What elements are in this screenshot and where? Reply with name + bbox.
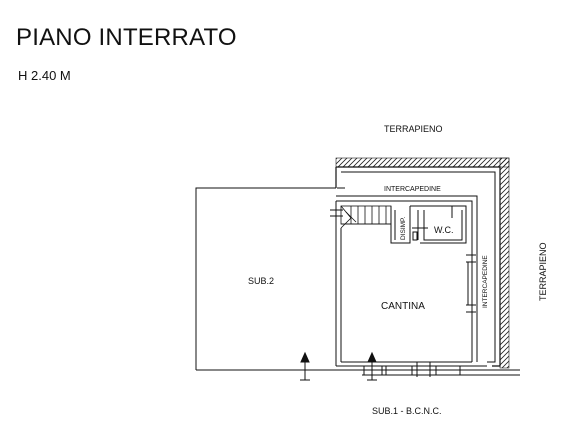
- intercapedine-wall: [336, 195, 478, 362]
- section-arrow-1: [300, 351, 310, 381]
- bottom-windows: [363, 362, 461, 377]
- disimp-label: DISIMP.: [400, 216, 407, 240]
- terrapieno-hatch-top: [335, 157, 510, 168]
- intercapedine-right-label: INTERCAPEDINE: [482, 255, 489, 308]
- intercapedine-top-label: INTERCAPEDINE: [384, 186, 441, 193]
- page-title: PIANO INTERRATO: [16, 24, 237, 51]
- outer-retaining-wall: [335, 166, 501, 367]
- terrapieno-right-label: TERRAPIENO: [538, 242, 548, 301]
- section-arrow-2: [367, 351, 377, 381]
- sub1-label: SUB.1 - B.C.N.C.: [372, 406, 442, 416]
- floor-height-label: H 2.40 M: [18, 68, 71, 83]
- staircase: [340, 205, 392, 229]
- outer-retaining-wall-inner: [341, 171, 496, 363]
- wc-label: W.C.: [434, 225, 454, 235]
- wall-openings: [330, 187, 476, 313]
- wc-partitions: [390, 205, 467, 244]
- cantina-label: CANTINA: [381, 301, 425, 312]
- terrapieno-top-label: TERRAPIENO: [384, 124, 443, 134]
- bottom-wall: [196, 365, 520, 376]
- sub2-outline: [195, 187, 336, 370]
- sub2-label: SUB.2: [248, 276, 274, 286]
- cantina-left-wall: [335, 201, 342, 366]
- terrapieno-hatch-right: [499, 157, 510, 369]
